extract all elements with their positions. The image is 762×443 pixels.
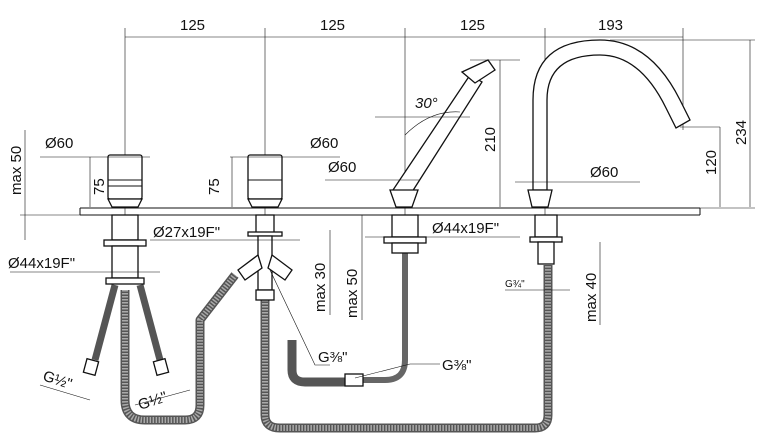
hand-shower-max-deck: max 50: [344, 269, 361, 318]
hand-shower-height: 210: [482, 127, 499, 152]
spout-max-deck: max 40: [583, 273, 600, 322]
middle-valve-outlet: G⅜": [318, 349, 348, 366]
left-valve-max-deck: max 50: [8, 146, 25, 195]
hand-shower-hose-connection: G⅜": [442, 357, 472, 374]
hand-shower-angle: 30°: [415, 95, 438, 112]
spout-height: 234: [733, 120, 750, 145]
middle-valve-max-deck: max 30: [312, 263, 329, 312]
hand-shower-connector: Ø44x19F": [432, 220, 499, 237]
hand-shower-diameter: Ø60: [328, 159, 356, 176]
middle-valve: Ø60 75 Ø27x19F" max 30 G⅜": [150, 135, 348, 366]
dim-spacing-3: 125: [460, 17, 485, 34]
left-inlet-1: G½": [41, 368, 74, 393]
left-inlet-2: G½": [136, 389, 169, 414]
dim-spacing-4: 193: [598, 17, 623, 34]
hand-shower: 30° 210 Ø60 Ø44x19F" max 50 G⅜": [325, 59, 520, 379]
spout-connection: G¾": [505, 279, 525, 290]
left-valve-diameter: Ø60: [45, 135, 73, 152]
hoses: [82, 250, 553, 433]
left-valve-height: 75: [91, 178, 108, 195]
dim-spacing-1: 125: [180, 17, 205, 34]
spout-diameter: Ø60: [590, 164, 618, 181]
dim-spacing-2: 125: [320, 17, 345, 34]
middle-valve-diameter: Ø60: [310, 135, 338, 152]
left-valve-connector: Ø44x19F": [8, 255, 75, 272]
middle-valve-connector: Ø27x19F": [153, 224, 220, 241]
spacing-dimensions: 125 125 125 193: [124, 17, 684, 240]
deck-plate: [20, 207, 755, 216]
middle-valve-height: 75: [206, 178, 223, 195]
spout: 120 234 Ø60 G¾" max 40: [505, 39, 755, 325]
spout-outlet-height: 120: [703, 150, 720, 175]
